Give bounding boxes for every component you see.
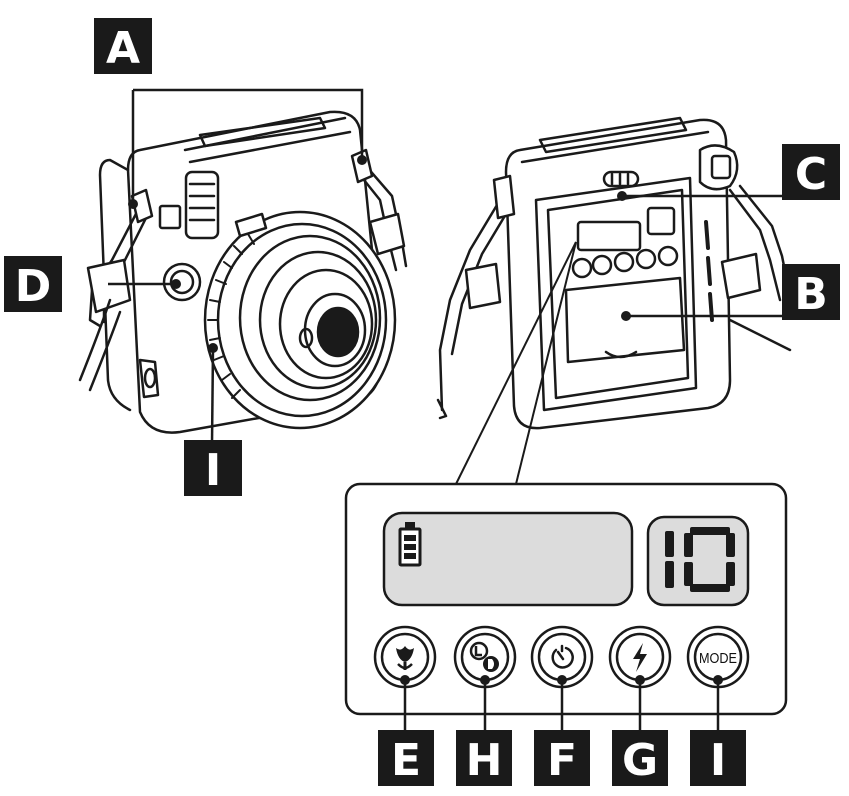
callout-F-text: F	[547, 735, 577, 786]
lighten-darken-icon	[469, 641, 499, 672]
camera-back-illustration	[436, 116, 792, 430]
callout-G-text: G	[622, 735, 658, 786]
callout-H: H	[456, 730, 512, 786]
macro-button[interactable]	[373, 625, 437, 689]
callout-A-text: A	[106, 23, 140, 74]
callout-E: E	[378, 730, 434, 786]
callout-B: B	[782, 264, 840, 320]
callout-I-mode-text: I	[710, 735, 726, 786]
flash-icon	[633, 643, 647, 672]
battery-icon	[398, 522, 422, 567]
callout-B-text: B	[794, 269, 828, 320]
callout-D: D	[4, 256, 62, 312]
self-timer-button[interactable]	[530, 625, 594, 689]
callout-F: F	[534, 730, 590, 786]
leader-lines	[108, 88, 782, 730]
callout-A: A	[94, 18, 152, 74]
callout-G: G	[612, 730, 668, 786]
mode-label: MODE	[699, 650, 737, 667]
self-timer-icon	[551, 644, 574, 669]
camera-front-illustration	[78, 110, 408, 434]
callout-D-text: D	[15, 261, 52, 312]
callout-C: C	[782, 144, 840, 200]
callout-I-lens-text: I	[205, 445, 221, 496]
callout-C-text: C	[795, 149, 827, 200]
macro-flower-icon	[396, 646, 414, 670]
callout-I-mode: I	[690, 730, 746, 786]
brightness-button[interactable]	[453, 625, 517, 689]
leader-dots	[128, 155, 723, 685]
lcd-status-display	[382, 511, 634, 607]
callout-E-text: E	[391, 735, 421, 786]
counter-digits	[665, 527, 735, 592]
callout-H-text: H	[466, 735, 503, 786]
lcd-shot-counter: 10	[646, 515, 750, 607]
callout-I-lens: I	[184, 440, 242, 496]
